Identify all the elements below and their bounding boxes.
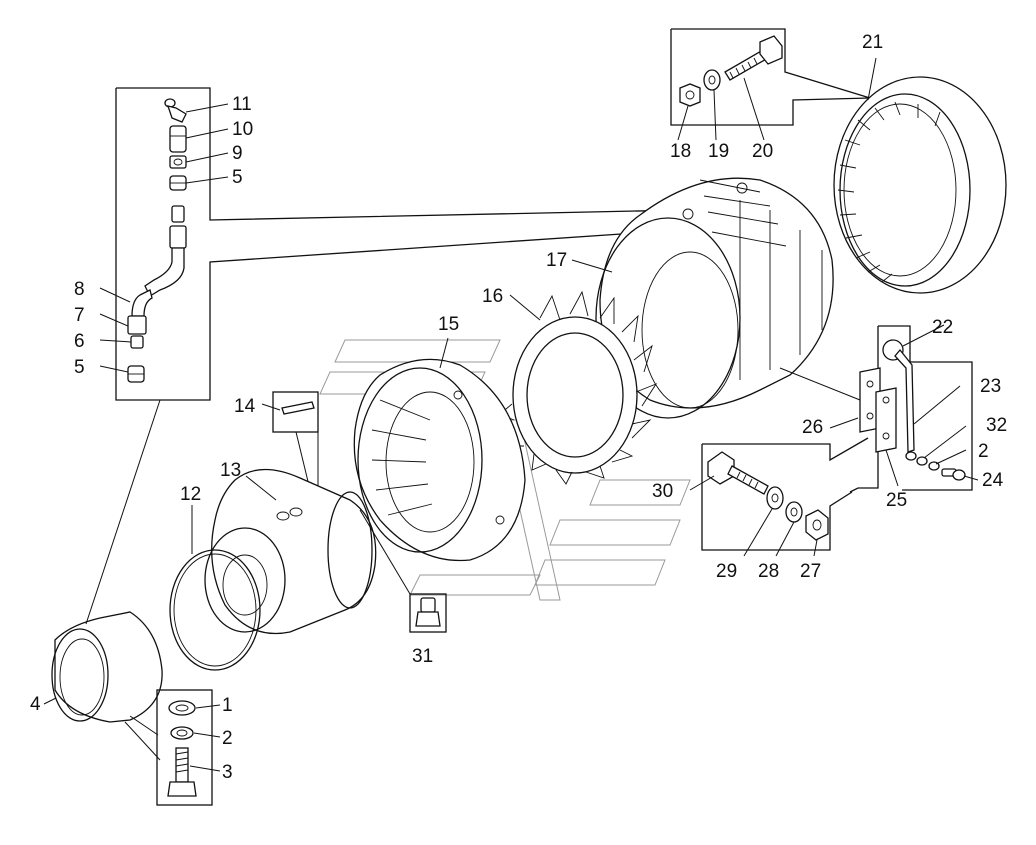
shroud-part-15 [353,337,526,562]
cap-part-4 [43,399,163,761]
plug-group-31 [359,509,447,633]
callout-24: 24 [982,470,1004,491]
callout-23: 23 [980,376,1001,397]
washer-part-19 [703,69,721,91]
washer-part-28 [785,501,803,523]
o-ring-part-12 [169,505,261,671]
hub-part-13 [204,468,377,635]
callout-16: 16 [482,286,503,307]
callout-32: 32 [986,415,1007,436]
fitting-part-5-lower [127,365,145,383]
bolt-part-3 [167,747,197,797]
callout-2-right: 2 [978,441,989,462]
washer-part-32 [916,456,928,466]
callout-1: 1 [222,695,233,716]
washer-part-1 [168,700,196,716]
callout-8: 8 [74,279,85,300]
callout-11: 11 [232,94,252,115]
callout-30: 30 [652,481,673,502]
callout-18: 18 [670,141,691,162]
callout-28: 28 [758,561,779,582]
callout-15: 15 [438,314,459,335]
callout-26: 26 [802,417,823,438]
callout-10: 10 [232,119,253,140]
screw-part-24 [941,468,966,481]
callout-4: 4 [30,694,41,715]
bracket-part-25 [875,387,899,487]
washer-part-29 [766,486,784,510]
bolt-group-1-3 [156,689,221,806]
ground-strap-part-23 [882,339,917,461]
callout-6: 6 [74,331,85,352]
lube-fitting-group-box [99,87,686,401]
callout-labels: 11 10 9 5 8 7 6 5 18 19 20 21 17 16 15 1… [30,32,1007,783]
outer-ring-part-21 [833,57,1007,294]
grease-nipple-part-11 [164,98,187,123]
callout-20: 20 [752,141,773,162]
bolt-group-18-20 [670,28,871,141]
callout-19: 19 [708,141,729,162]
callout-7: 7 [74,305,85,326]
bolt-part-20 [724,35,783,81]
callout-21: 21 [862,32,883,53]
nut-part-18 [679,83,701,107]
callout-27: 27 [800,561,821,582]
adapter-part-10 [169,125,187,153]
fitting-part-5-upper [169,175,187,191]
callout-3: 3 [222,762,233,783]
callout-22: 22 [932,317,953,338]
callout-29: 29 [716,561,737,582]
callout-31: 31 [412,646,433,667]
callout-12: 12 [180,484,201,505]
callout-14: 14 [234,396,256,417]
fan-impeller-part-16 [499,290,658,485]
callout-2-left: 2 [222,728,233,749]
callout-25: 25 [886,490,907,511]
callout-5-upper: 5 [232,167,243,188]
nut-part-9 [169,155,187,169]
bolt-part-30 [707,451,769,495]
tube-assembly-part-7-8 [127,205,187,349]
bolt-group-27-30 [689,437,869,557]
nut-part-27 [805,509,829,541]
ground-strap-group-22-24 [849,324,979,493]
callout-17: 17 [546,250,567,271]
housing-part-17 [571,177,834,419]
callout-13: 13 [220,460,241,481]
callout-5-lower: 5 [74,357,85,378]
bracket-part-26 [779,367,881,433]
callout-9: 9 [232,143,243,164]
lock-washer-part-2 [170,726,194,740]
